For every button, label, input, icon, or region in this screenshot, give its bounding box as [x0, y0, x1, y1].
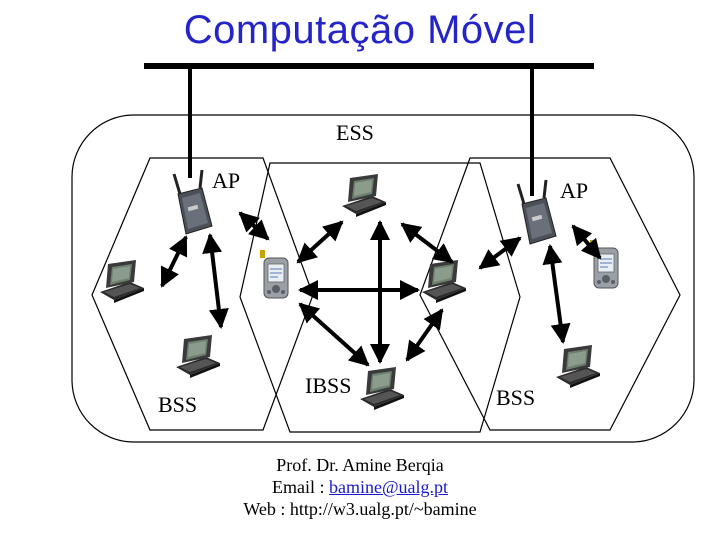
laptop-icon [176, 335, 220, 378]
ibss-label: IBSS [305, 373, 351, 398]
bss-left-label: BSS [158, 392, 197, 417]
link [400, 222, 454, 264]
laptop-icon [100, 260, 144, 303]
bss-right-area [419, 157, 681, 431]
link [296, 220, 344, 264]
ap-left-label: AP [212, 168, 240, 193]
access-point-left-icon [172, 168, 214, 236]
laptop-icon [360, 367, 404, 410]
author-email-line: Email : bamine@ualg.pt [0, 476, 720, 498]
link [298, 302, 370, 367]
link [202, 233, 229, 329]
laptop-icon [342, 174, 386, 217]
laptop-icon [556, 345, 600, 388]
link [542, 244, 571, 344]
slide-title: Computação Móvel [183, 8, 537, 52]
email-link[interactable]: bamine@ualg.pt [328, 477, 449, 497]
link [478, 236, 522, 270]
access-point-right-icon [516, 178, 558, 246]
pda-icon [589, 239, 619, 289]
bss-left-area [91, 157, 314, 431]
email-prefix: Email : [271, 477, 329, 497]
bss-right-label: BSS [496, 385, 535, 410]
ap-right-label: AP [560, 178, 588, 203]
author-info: Prof. Dr. Amine Berqia Email : bamine@ua… [0, 454, 720, 520]
link [571, 224, 602, 260]
ess-label: ESS [336, 120, 374, 145]
pda-icon [259, 249, 289, 299]
author-web[interactable]: Web : http://w3.ualg.pt/~bamine [243, 499, 477, 519]
wireless-links [160, 211, 602, 367]
link [405, 308, 444, 362]
link [238, 211, 270, 241]
author-name: Prof. Dr. Amine Berqia [276, 455, 444, 475]
ess-boundary [71, 114, 695, 443]
ibss-area [239, 162, 521, 433]
laptop-icon [422, 260, 466, 303]
link [160, 235, 188, 288]
